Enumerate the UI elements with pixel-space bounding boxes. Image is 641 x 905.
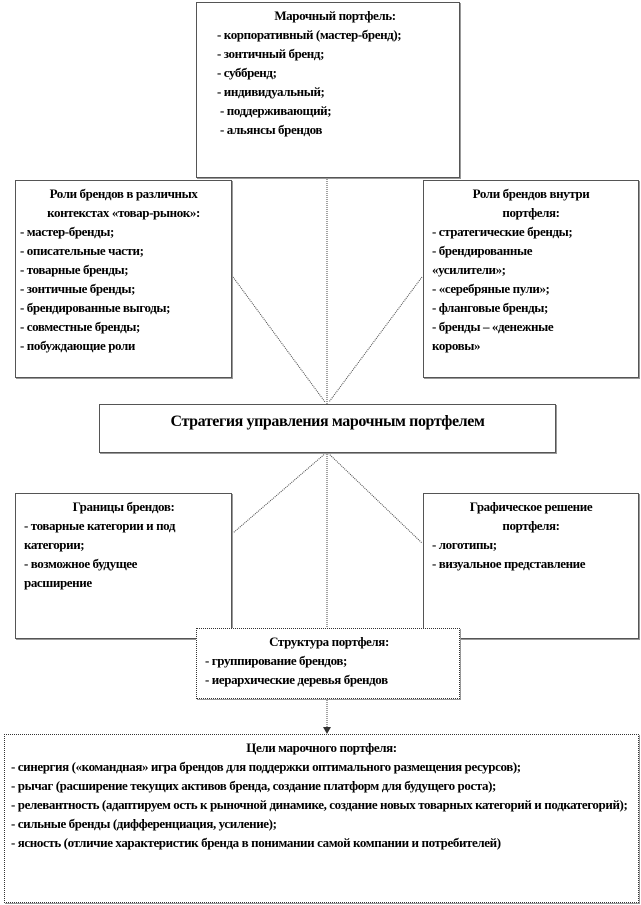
list-item: - поддерживающий; xyxy=(220,103,332,118)
structure-title: Структура портфеля: xyxy=(269,634,389,649)
goal-item: - ясность (отличие характеристик бренда … xyxy=(11,833,632,852)
list-item: - возможное будущее расширение xyxy=(24,556,138,590)
connector-roles-context xyxy=(232,276,326,403)
roles-context-title: Роли брендов в различных контекстах «тов… xyxy=(47,186,200,220)
goal-text: (отличие характеристик бренда в понимани… xyxy=(60,835,501,850)
list-item: - зонтичный бренд; xyxy=(217,46,325,61)
list-item: - фланговые бренды; xyxy=(432,300,548,315)
list-item: - иерархические деревья брендов xyxy=(205,672,388,687)
goal-term: - релевантность xyxy=(11,797,100,812)
list-item: - товарные категории и под категории; xyxy=(24,518,176,552)
goal-item: - релевантность (адаптируем ость к рыноч… xyxy=(11,795,632,814)
list-item: - суббренд; xyxy=(217,65,277,80)
graphic-title: Графическое решение портфеля: xyxy=(469,499,593,533)
structure-box: Структура портфеля: - группирование брен… xyxy=(196,628,460,699)
list-item: - бренды – «денежные коровы» xyxy=(432,319,554,353)
goal-item: - сильные бренды (дифференциация, усилен… xyxy=(11,814,632,833)
roles-inside-box: Роли брендов внутри портфеля: - стратеги… xyxy=(423,180,639,378)
list-item: - индивидуальный; xyxy=(217,84,325,99)
list-item: - «серебряные пули»; xyxy=(432,281,550,296)
goals-box: Цели марочного портфеля: - синергия («ко… xyxy=(4,734,639,903)
roles-context-box: Роли брендов в различных контекстах «тов… xyxy=(15,180,232,378)
list-item: - группирование брендов; xyxy=(205,653,347,668)
connector-roles-inside xyxy=(328,276,423,403)
goal-term: - рычаг xyxy=(11,778,53,793)
roles-inside-title: Роли брендов внутри портфеля: xyxy=(472,186,590,220)
list-item: - зонтичные бренды; xyxy=(20,281,136,296)
goal-text: (расширение текущих активов бренда, созд… xyxy=(52,778,497,793)
list-item: - брендированные выгоды; xyxy=(20,300,171,315)
list-item: - визуальное представление xyxy=(432,556,586,571)
arrow-head-icon xyxy=(323,727,331,734)
list-item: - побуждающие роли xyxy=(20,338,135,353)
connector-graphic xyxy=(326,451,423,544)
list-item: - мастер-бренды; xyxy=(20,224,114,239)
boundaries-title: Границы брендов: xyxy=(72,499,175,514)
list-item: - совместные бренды; xyxy=(20,319,140,334)
connector-boundaries xyxy=(232,451,328,534)
boundaries-box: Границы брендов: - товарные категории и … xyxy=(15,493,232,639)
list-item: - альянсы брендов xyxy=(220,122,323,137)
list-item: - брендированные «усилители»; xyxy=(432,243,533,277)
goals-title: Цели марочного портфеля: xyxy=(246,740,397,755)
goal-term: - синергия xyxy=(11,759,69,774)
list-item: - корпоративный (мастер-бренд); xyxy=(217,27,402,42)
goal-text: («командная» игра брендов для поддержки … xyxy=(68,759,522,774)
goal-item: - рычаг (расширение текущих активов брен… xyxy=(11,776,632,795)
list-item: - стратегические бренды; xyxy=(432,224,573,239)
goal-item: - синергия («командная» игра брендов для… xyxy=(11,757,632,776)
goal-term: - сильные бренды xyxy=(11,816,110,831)
goal-term: - ясность xyxy=(11,835,61,850)
list-item: - логотипы; xyxy=(432,537,497,552)
list-item: - товарные бренды; xyxy=(20,262,129,277)
portfolio-box: Марочный портфель: - корпоративный (маст… xyxy=(196,2,460,178)
list-item: - описательные части; xyxy=(20,243,144,258)
goal-text: (дифференциация, усиление); xyxy=(109,816,277,831)
goal-text: (адаптируем ость к рыночной динамике, со… xyxy=(99,797,628,812)
strategy-box: Стратегия управления марочным портфелем xyxy=(99,404,556,453)
graphic-box: Графическое решение портфеля: - логотипы… xyxy=(423,493,639,639)
strategy-title: Стратегия управления марочным портфелем xyxy=(170,413,485,430)
portfolio-title: Марочный портфель: xyxy=(274,8,396,23)
